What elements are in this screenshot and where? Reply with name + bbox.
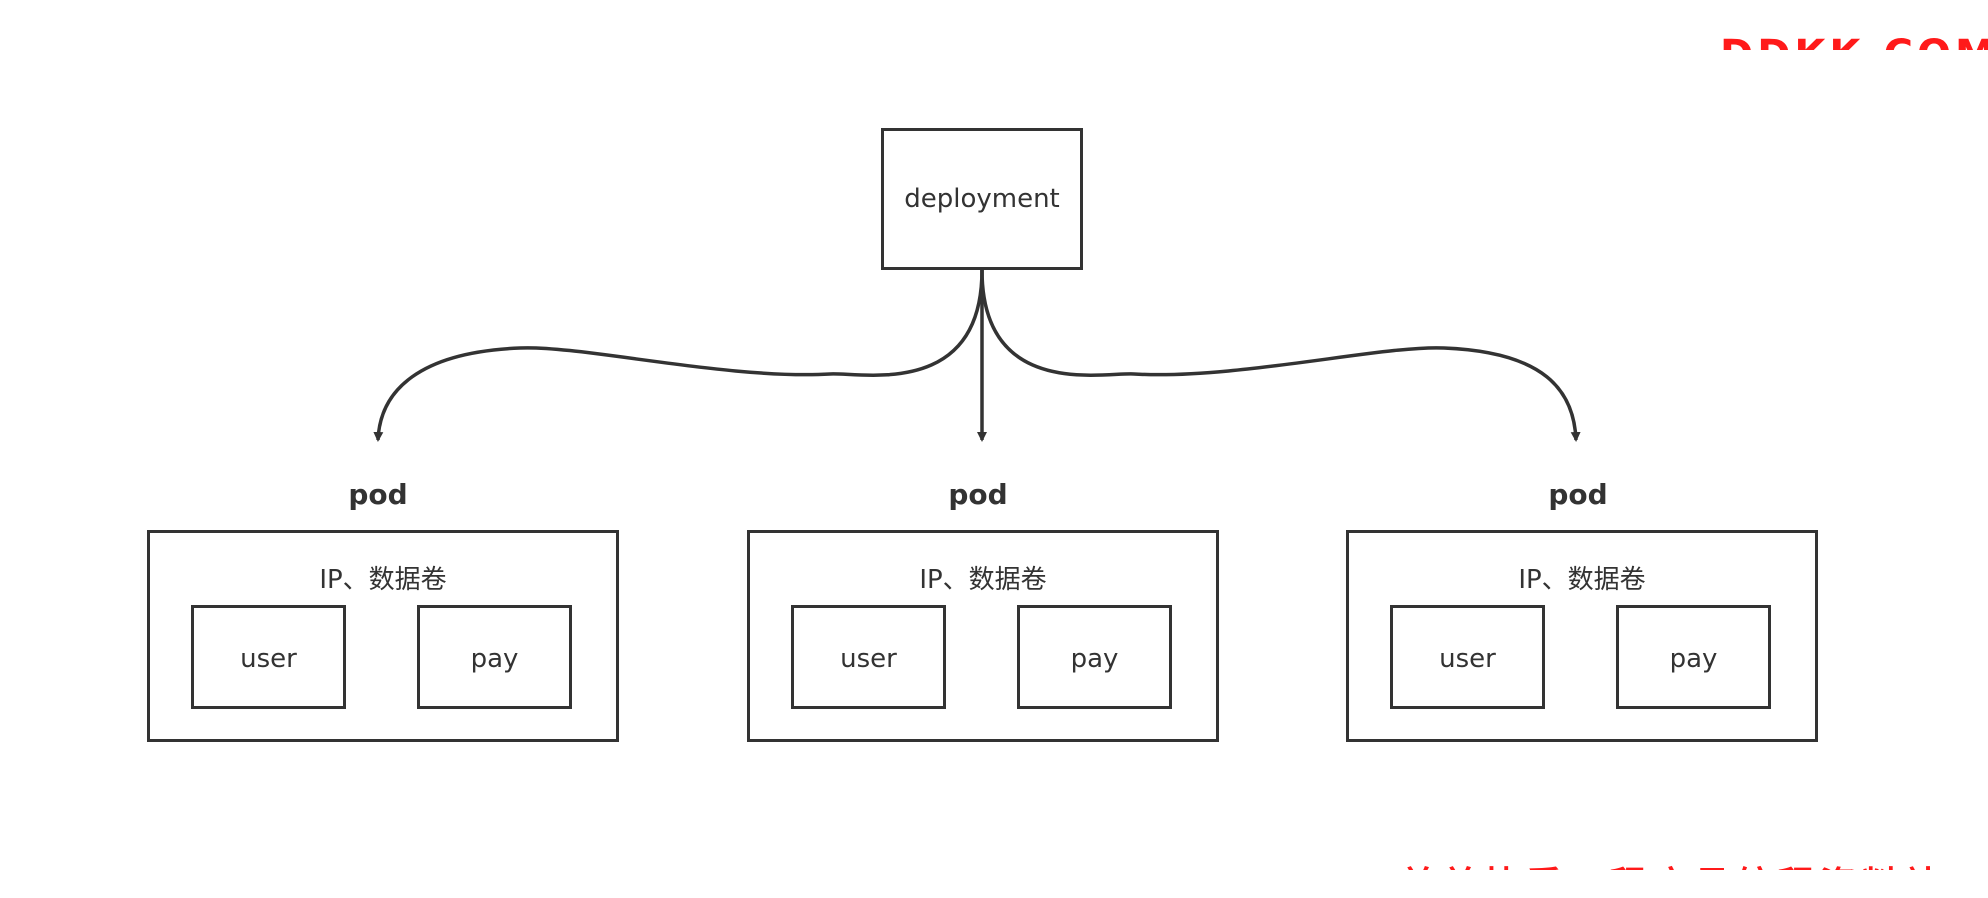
watermark-bottom-text: 弟弟快看，程序员编程资料站 xyxy=(1400,856,1946,870)
container-label: pay xyxy=(1669,644,1718,674)
deployment-label: deployment xyxy=(904,184,1060,214)
pod-resources-label: IP、数据卷 xyxy=(919,565,1047,595)
pod-title: pod xyxy=(948,478,1008,511)
container-pay: pay xyxy=(1017,605,1172,709)
pod-box: IP、数据卷 user pay xyxy=(747,530,1219,742)
container-pay: pay xyxy=(1616,605,1771,709)
container-label: user xyxy=(840,644,897,674)
arrow-to-pod-3 xyxy=(980,269,1581,442)
pod-resources-label: IP、数据卷 xyxy=(1518,565,1646,595)
container-pay: pay xyxy=(417,605,572,709)
pod-box: IP、数据卷 user pay xyxy=(1346,530,1818,742)
container-user: user xyxy=(191,605,346,709)
container-label: pay xyxy=(470,644,519,674)
deployment-node: deployment xyxy=(881,128,1083,270)
watermark-top-text: DDKK.COM xyxy=(1720,32,1988,50)
pod-resources-label: IP、数据卷 xyxy=(319,565,447,595)
container-label: user xyxy=(240,644,297,674)
container-user: user xyxy=(791,605,946,709)
container-label: pay xyxy=(1070,644,1119,674)
pod-title: pod xyxy=(348,478,408,511)
watermark-bottom: 弟弟快看，程序员编程资料站 xyxy=(1400,852,1988,870)
container-user: user xyxy=(1390,605,1545,709)
arrow-to-pod-1 xyxy=(373,269,984,442)
pod-title: pod xyxy=(1548,478,1608,511)
watermark-top: DDKK.COM xyxy=(1720,24,1988,50)
pod-box: IP、数据卷 user pay xyxy=(147,530,619,742)
container-label: user xyxy=(1439,644,1496,674)
